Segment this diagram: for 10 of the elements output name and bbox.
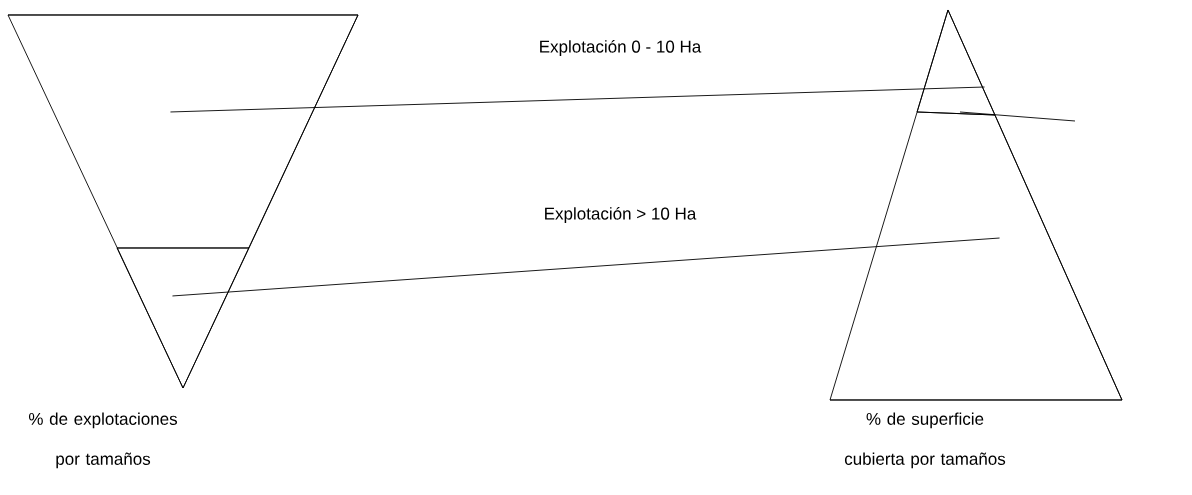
connector-line (172, 237, 1000, 297)
node-label: % de superficie cubierta por tamaños (844, 412, 1006, 469)
triangle (916, 9, 1076, 122)
triangle (116, 247, 250, 389)
triangle-section (829, 111, 1123, 401)
triangle-section (7, 14, 359, 249)
connector-line (170, 86, 985, 113)
edge-label: Explotación 0 - 10 Ha (540, 40, 702, 56)
node-label: % de explotaciones por tamaños (28, 412, 177, 469)
edge-label: Explotación > 10 Ha (545, 207, 697, 223)
